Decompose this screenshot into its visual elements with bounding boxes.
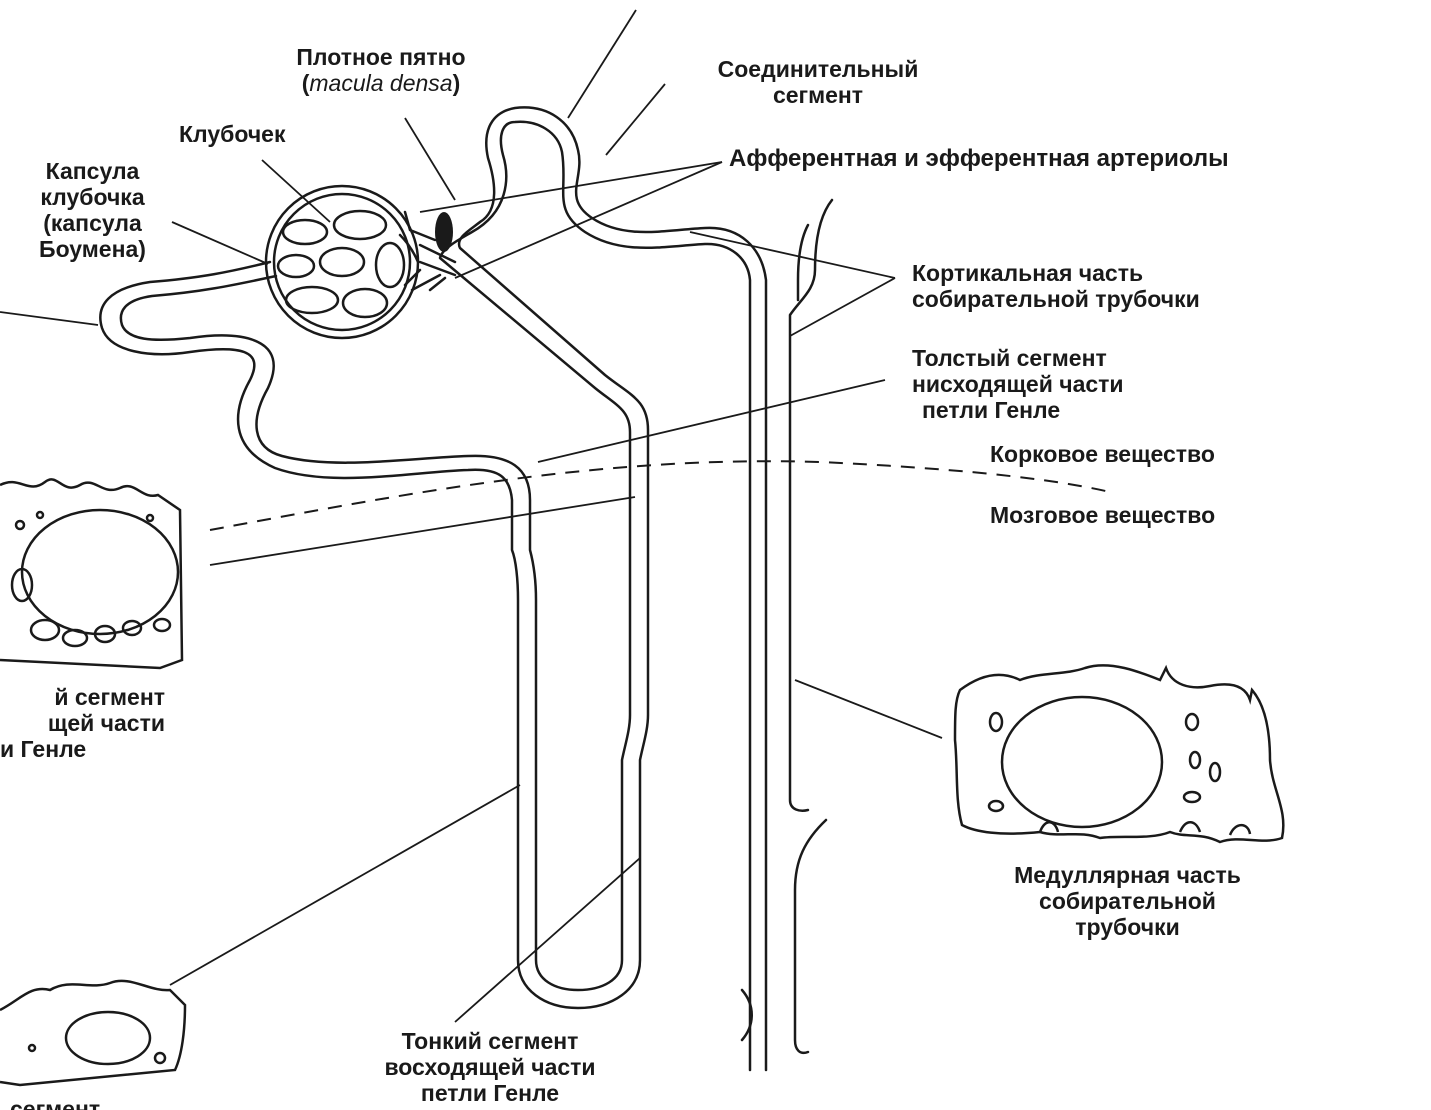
bowman-capsule-line1: Капсула <box>10 158 175 184</box>
cortical-collecting-duct-line1: Кортикальная часть <box>912 260 1200 286</box>
macula-densa-line1: Плотное пятно <box>236 44 526 70</box>
connecting-segment-line2: сегмент <box>668 82 968 108</box>
macula-densa-line2: (macula densa) <box>236 70 526 96</box>
label-thick-descending: Толстый сегмент нисходящей части петли Г… <box>912 345 1124 423</box>
label-glomerulus: Клубочек <box>179 121 285 147</box>
collecting-duct <box>742 200 832 1053</box>
thin-ascending-line1: Тонкий сегмент <box>330 1028 650 1054</box>
thick-descending-line3: петли Генле <box>912 397 1124 423</box>
thin-ascending-line3: петли Генле <box>330 1080 650 1106</box>
thick-descending-line1: Толстый сегмент <box>912 345 1124 371</box>
macula-densa-spot <box>435 212 453 252</box>
cell-medullary-collecting-duct <box>955 665 1283 842</box>
label-cortical-collecting-duct: Кортикальная часть собирательной трубочк… <box>912 260 1200 312</box>
medullary-collecting-duct-line2: собирательной <box>955 888 1300 914</box>
cell-thin-ascending <box>0 981 185 1085</box>
label-connecting-segment: Соединительный сегмент <box>668 56 968 108</box>
thin-ascending-line2: восходящей части <box>330 1054 650 1080</box>
bowman-capsule-line4: Боумена) <box>10 236 175 262</box>
medullary-collecting-duct-line3: трубочки <box>955 914 1300 940</box>
cell-thick-ascending <box>0 479 182 668</box>
label-thick-ascending-cut: й сегмент щей части и Генле <box>0 684 165 762</box>
thick-ascending-cut-line3: и Генле <box>0 736 165 762</box>
label-thin-ascending: Тонкий сегмент восходящей части петли Ге… <box>330 1028 650 1106</box>
thick-ascending-cut-line1: й сегмент <box>0 684 165 710</box>
medullary-collecting-duct-line1: Медуллярная часть <box>955 862 1300 888</box>
label-macula-densa: Плотное пятно (macula densa) <box>236 44 526 96</box>
label-bowman-capsule: Капсула клубочка (капсула Боумена) <box>10 158 175 262</box>
thick-ascending-cut-line2: щей части <box>0 710 165 736</box>
cortex-medulla-boundary <box>210 461 1110 530</box>
label-cortex: Корковое вещество <box>990 441 1215 467</box>
cortical-collecting-duct-line2: собирательной трубочки <box>912 286 1200 312</box>
connecting-segment-line1: Соединительный <box>668 56 968 82</box>
label-medulla: Мозговое вещество <box>990 502 1215 528</box>
label-bottom-cut: сегмент <box>10 1096 100 1110</box>
glomerulus <box>266 186 420 338</box>
thick-descending-line2: нисходящей части <box>912 371 1124 397</box>
bowman-capsule-line2: клубочка <box>10 184 175 210</box>
label-medullary-collecting-duct: Медуллярная часть собирательной трубочки <box>955 862 1300 940</box>
bowman-capsule-line3: (капсула <box>10 210 175 236</box>
label-arterioles: Афферентная и эфферентная артериолы <box>729 146 1229 172</box>
